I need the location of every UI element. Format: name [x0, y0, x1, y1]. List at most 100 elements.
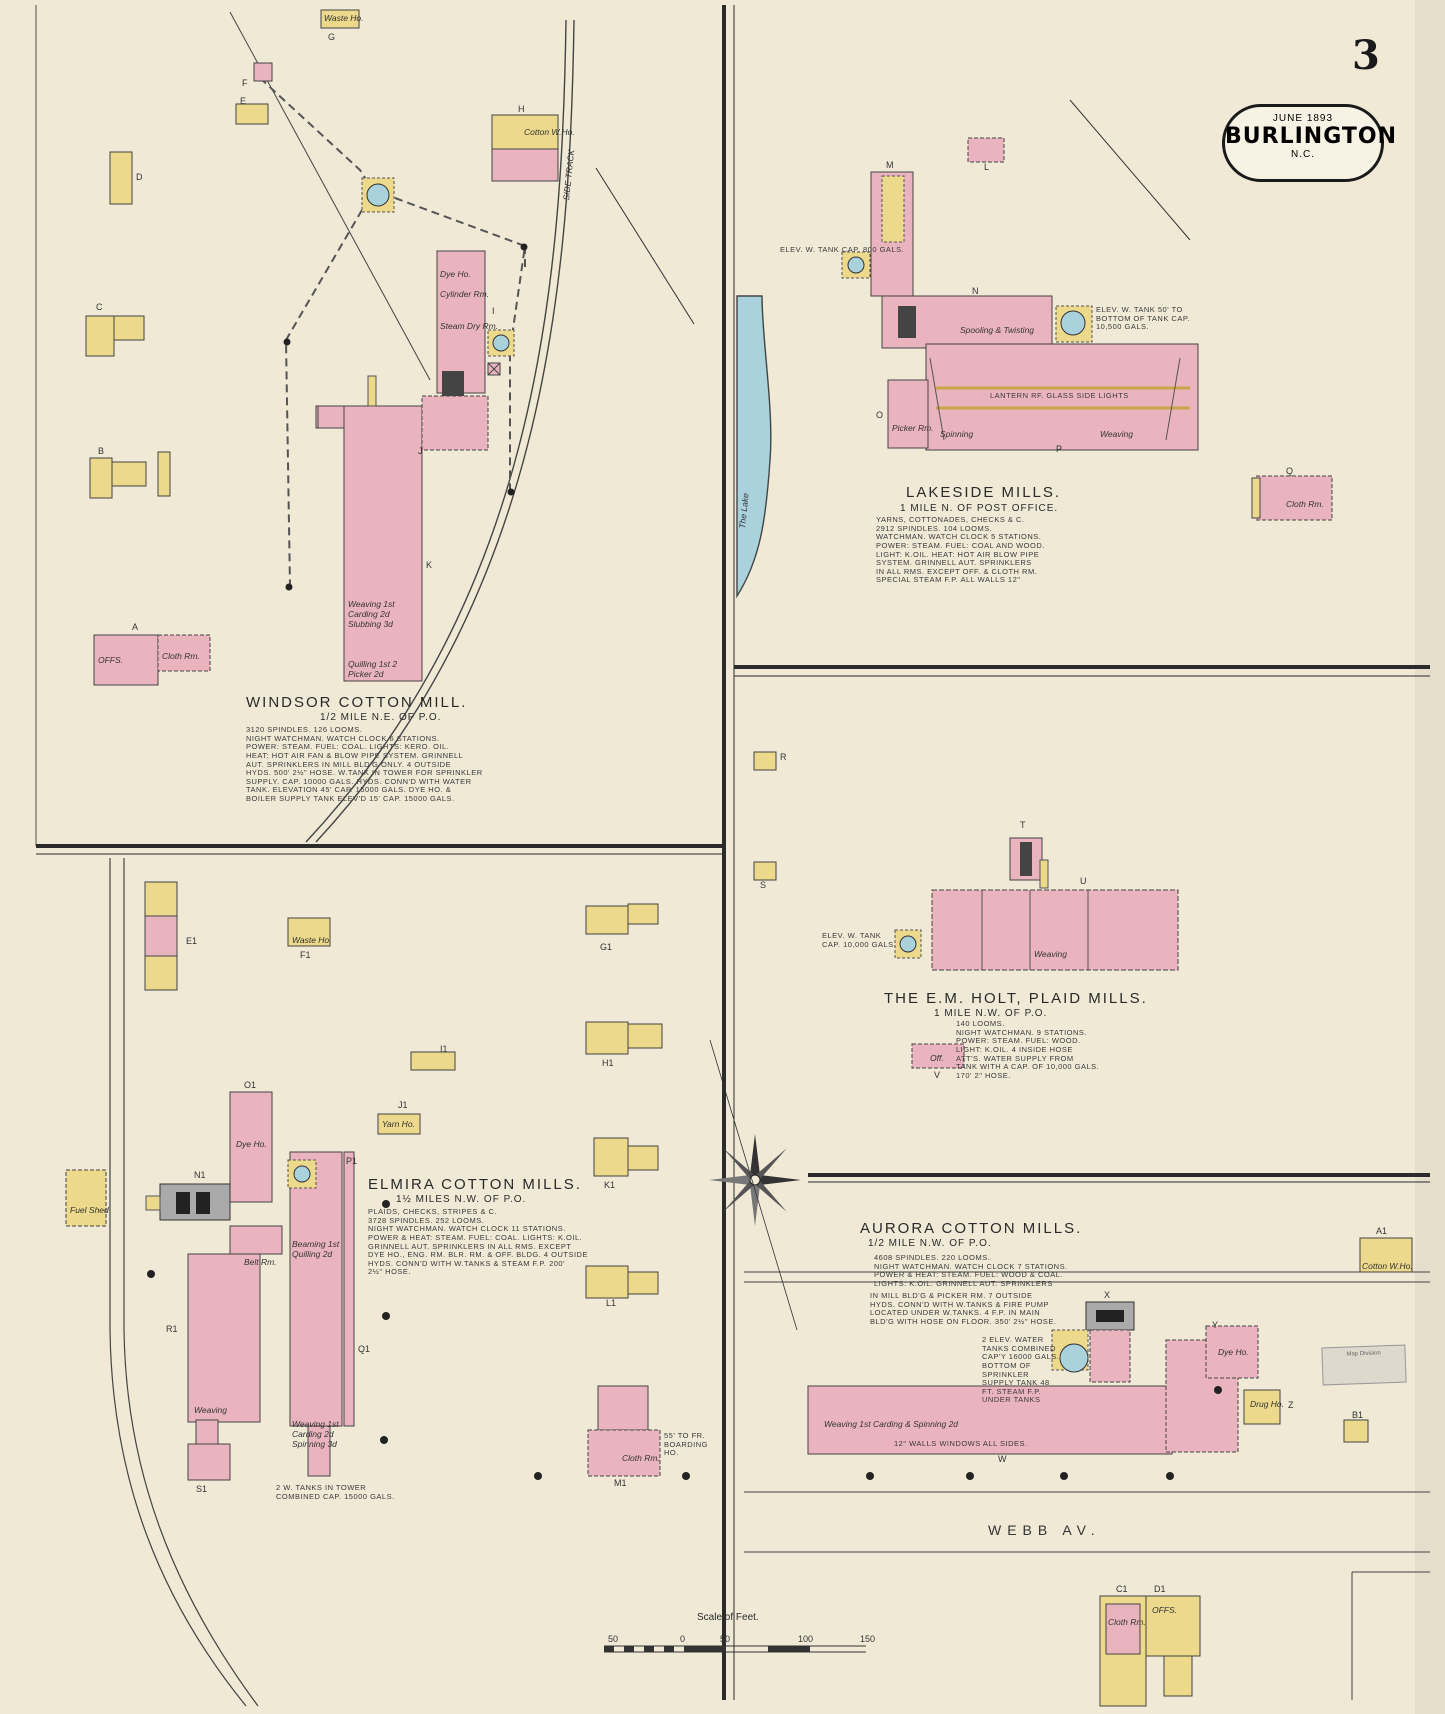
elmira-tanks-label: 2 W. TANKS IN TOWER COMBINED CAP. 15000 … [276, 1483, 395, 1501]
key-letter-m1: M1 [614, 1478, 627, 1488]
picker-room-label: Picker Rm. [892, 423, 934, 433]
key-letter-h1: H1 [602, 1058, 614, 1068]
key-letter-n: N [972, 286, 979, 296]
key-letter-t: T [1020, 820, 1026, 830]
aurora-title: AURORA COTTON MILLS. [860, 1220, 1083, 1237]
spinning-label: Spinning [940, 429, 974, 439]
spooling-label: Spooling & Twisting [960, 325, 1035, 335]
key-letter-x: X [1104, 1290, 1111, 1300]
key-letter-o: O [876, 410, 884, 420]
aurora-notes-2: IN MILL BLD'G & PICKER RM. 7 OUTSIDE HYD… [870, 1291, 1057, 1326]
key-letter-r1: R1 [166, 1324, 178, 1334]
aurora-walls-label: 12" WALLS WINDOWS ALL SIDES. [894, 1439, 1028, 1448]
holt-notes: 140 LOOMS. NIGHT WATCHMAN. 9 STATIONS. P… [956, 1019, 1100, 1080]
key-letter-g1: G1 [600, 942, 613, 952]
key-letter-w: W [998, 1454, 1007, 1464]
town-name: BURLINGTON [1225, 124, 1397, 149]
key-letter-c: C [96, 302, 103, 312]
windsor-subtitle: 1/2 MILE N.E. OF P.O. [320, 712, 442, 723]
panel-dividers [35, 5, 1430, 1700]
key-letter-e: E [240, 96, 247, 106]
weaving-carding-label: Weaving 1st Carding 2d Slubbing 3d [348, 599, 395, 629]
key-letter-y: Y [1212, 1320, 1219, 1330]
key-letter-a1: A1 [1376, 1226, 1388, 1236]
holt-weaving-label: Weaving [1034, 949, 1067, 959]
key-letter-m: M [886, 160, 894, 170]
lakeside-tank2-label: ELEV. W. TANK 50' TO BOTTOM OF TANK CAP.… [1096, 305, 1190, 332]
aurora-dye-house-label: Dye Ho. [1218, 1347, 1249, 1357]
scale-tick-150: 150 [860, 1634, 876, 1644]
scale-tick-50: 50 [720, 1634, 731, 1644]
key-letter-b: B [98, 446, 105, 456]
lakeside-notes: YARNS, COTTONADES, CHECKS & C. 2912 SPIN… [876, 515, 1045, 585]
compass-rose [709, 1039, 801, 1331]
key-letter-n1: N1 [194, 1170, 206, 1180]
lakeside-tank-label: ELEV. W. TANK CAP. 800 GALS. [780, 245, 905, 254]
map-date: JUNE 1893 [1272, 113, 1334, 124]
key-letter-k: K [426, 560, 433, 570]
waste-house-label: Waste Ho. [324, 13, 364, 23]
key-letter-f1: F1 [300, 950, 311, 960]
quilling-label: Quilling 1st 2 Picker 2d [348, 659, 398, 679]
holt-mill-panel [753, 751, 1179, 1069]
holt-title: THE E.M. HOLT, PLAID MILLS. [884, 990, 1148, 1007]
key-letter-r: R [780, 752, 787, 762]
m1-cloth-room-label: Cloth Rm. [622, 1453, 660, 1463]
lantern-label: LANTERN RF. GLASS SIDE LIGHTS [990, 391, 1129, 400]
holt-office-label: Off. [930, 1053, 944, 1063]
key-letter-f: F [242, 78, 248, 88]
key-letter-s1: S1 [196, 1484, 208, 1494]
aurora-mill-panel [744, 1237, 1430, 1707]
cylinder-room-label: Cylinder Rm. [440, 289, 490, 299]
state-name: N.C. [1291, 149, 1315, 160]
key-letter-c1: C1 [1116, 1584, 1128, 1594]
yarn-house-label: Yarn Ho. [382, 1119, 415, 1129]
elmira-subtitle: 1½ MILES N.W. OF P.O. [396, 1194, 527, 1205]
scale-tick-50-neg: 50 [608, 1634, 619, 1644]
key-letter-l: L [984, 162, 990, 172]
q-cloth-room-label: Cloth Rm. [1286, 499, 1324, 509]
key-letter-j1: J1 [398, 1100, 408, 1110]
elmira-dye-house-label: Dye Ho. [236, 1139, 267, 1149]
scale-tick-100: 100 [798, 1634, 814, 1644]
key-letter-g: G [328, 32, 336, 42]
key-letter-b1: B1 [1352, 1410, 1364, 1420]
holt-tank-label: ELEV. W. TANK CAP. 10,000 GALS. [822, 931, 897, 949]
aurora-weaving-label: Weaving 1st Carding & Spinning 2d [824, 1419, 959, 1429]
key-letter-z: Z [1288, 1400, 1294, 1410]
bt-office-label: OFFS. [1152, 1605, 1178, 1615]
ct-cloth-room-label: Cloth Rm. [1108, 1617, 1146, 1627]
key-letter-d1: D1 [1154, 1584, 1166, 1594]
webb-avenue-label: WEBB AV. [988, 1522, 1101, 1538]
key-letter-k1: K1 [604, 1180, 616, 1190]
aurora-cotton-wh-label: Cotton W.Ho. [1362, 1261, 1413, 1271]
key-letter-v: V [934, 1070, 941, 1080]
key-letter-l1: L1 [606, 1298, 617, 1308]
scale-title: Scale of Feet. [697, 1612, 759, 1623]
aurora-subtitle: 1/2 MILE N.W. OF P.O. [868, 1238, 992, 1249]
weaving-label: Weaving [1100, 429, 1133, 439]
title-cartouche: JUNE 1893 BURLINGTON N.C. [1222, 104, 1397, 182]
key-letter-i: I [492, 306, 495, 316]
key-letter-d: D [136, 172, 143, 182]
windsor-title: WINDSOR COTTON MILL. [246, 694, 468, 711]
key-letter-q1: Q1 [358, 1344, 371, 1354]
fuel-shed-label: Fuel Shed [70, 1205, 109, 1215]
key-letter-i1: I1 [440, 1044, 448, 1054]
aurora-tanks-label: 2 ELEV. WATER TANKS COMBINED CAP'Y 16000… [982, 1335, 1060, 1405]
elmira-notes: PLAIDS, CHECKS, STRIPES & C. 3728 SPINDL… [368, 1207, 588, 1277]
key-letter-a: A [132, 622, 139, 632]
scale-bar [604, 1645, 866, 1653]
offs-label: OFFS. [98, 655, 124, 665]
lakeside-title: LAKESIDE MILLS. [906, 484, 1062, 501]
holt-subtitle: 1 MILE N.W. OF P.O. [934, 1008, 1048, 1019]
aurora-notes: 4608 SPINDLES. 220 LOOMS. NIGHT WATCHMAN… [874, 1253, 1068, 1288]
key-letter-u: U [1080, 876, 1087, 886]
drug-house-label: Drug Ho. [1250, 1399, 1285, 1409]
windsor-mill-panel [85, 9, 695, 843]
key-letter-q: Q [1286, 466, 1294, 476]
beaming-label: Beaming 1st Quilling 2d [292, 1239, 340, 1259]
boarding-house-label: 55' TO FR. BOARDING HO. [664, 1431, 709, 1458]
lakeside-subtitle: 1 MILE N. OF POST OFFICE. [900, 503, 1059, 514]
